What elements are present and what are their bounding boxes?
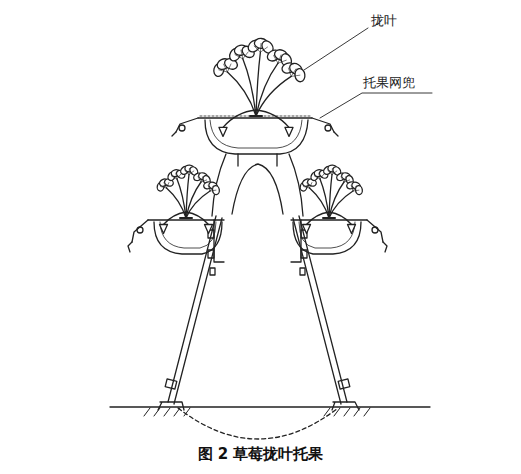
- support-legs: [158, 216, 359, 410]
- leader-lines: [304, 28, 432, 118]
- strawberry-plant: [212, 38, 305, 136]
- ground: [110, 407, 430, 439]
- arch-support: [212, 154, 303, 216]
- callout-label: 托果网兜: [362, 74, 416, 92]
- upper-trough: [172, 116, 338, 154]
- strawberry-plants: [156, 38, 363, 234]
- callout-label: 拢叶: [370, 12, 398, 30]
- figure-caption: 图 2 草莓拢叶托果: [0, 445, 521, 464]
- strawberry-plant: [156, 165, 220, 234]
- strawberry-plant: [299, 165, 363, 234]
